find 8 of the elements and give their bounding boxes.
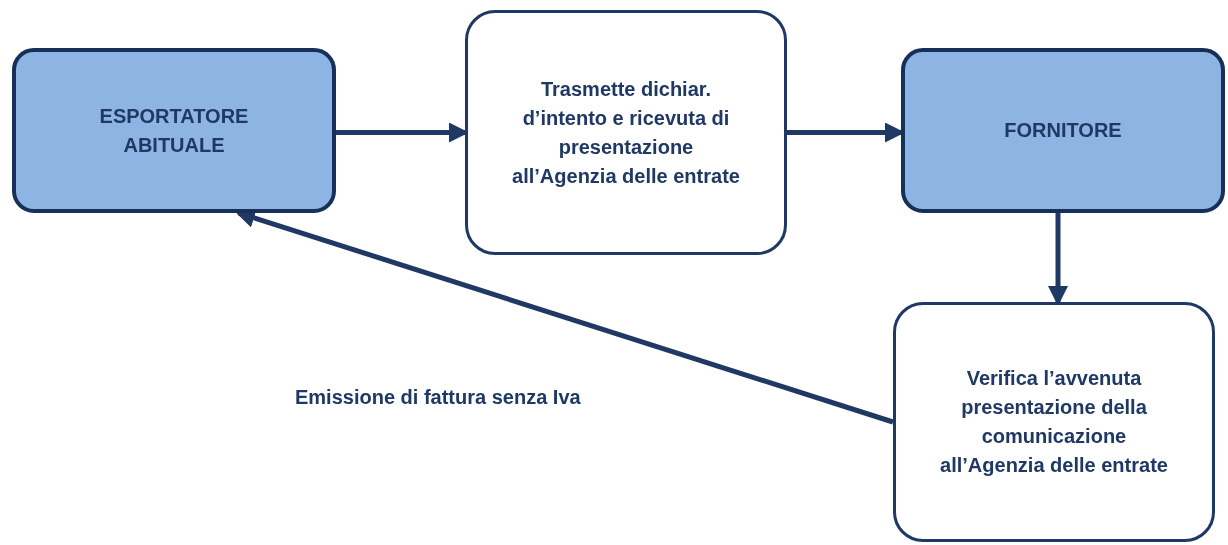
process-box	[893, 302, 1215, 542]
node-text: FORNITORE	[1004, 118, 1122, 143]
node-text: Trasmette dichiar. d’intento e ricevuta di presentazione all’Agenzia delle entrate	[511, 76, 741, 189]
node-text: Verifica l’avvenuta presentazione della comunicazione all’Agenzia delle entrate	[939, 366, 1169, 478]
actor-box	[12, 48, 336, 213]
node-text: ESPORTATORE ABITUALE	[98, 103, 250, 158]
actor-box	[901, 48, 1225, 213]
process-box	[465, 10, 787, 255]
